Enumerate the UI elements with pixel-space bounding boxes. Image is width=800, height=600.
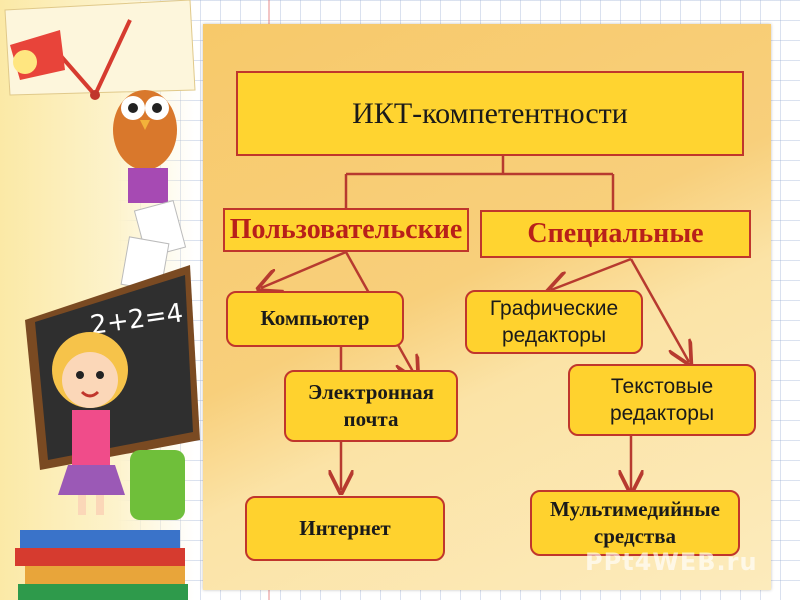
diagram-panel: ИКТ-компетентности Пользовательские Спец… <box>203 24 771 590</box>
item-graphic-editors: Графические редакторы <box>465 290 643 354</box>
category-user-label: Пользовательские <box>229 214 463 245</box>
books-icon <box>15 530 188 600</box>
girl-icon <box>52 332 128 515</box>
desk-lamp-icon <box>10 19 132 100</box>
category-special: Специальные <box>480 210 751 258</box>
diagram-title-text: ИКТ-компетентности <box>352 96 628 130</box>
item-text-editors-label: Текстовые редакторы <box>609 374 715 425</box>
watermark-text: PPt4WEB.ru <box>585 548 758 576</box>
diagram-title: ИКТ-компетентности <box>236 71 744 156</box>
category-special-label: Специальные <box>527 218 704 249</box>
item-computer-label: Компьютер <box>260 306 370 331</box>
item-internet-label: Интернет <box>299 515 391 540</box>
item-email: Электронная почта <box>284 370 458 442</box>
item-computer: Компьютер <box>226 291 404 347</box>
item-internet: Интернет <box>245 496 445 561</box>
category-user: Пользовательские <box>223 208 469 252</box>
item-graphic-editors-label: Графические редакторы <box>489 296 619 347</box>
item-email-label: Электронная почта <box>308 379 434 431</box>
school-illustration: 2+2=4 <box>4 0 200 600</box>
item-text-editors: Текстовые редакторы <box>568 364 756 436</box>
item-multimedia: Мультимедийные средства <box>530 490 740 556</box>
backpack-icon <box>130 450 185 520</box>
owl-icon <box>113 90 177 203</box>
item-multimedia-label: Мультимедийные средства <box>549 496 720 548</box>
